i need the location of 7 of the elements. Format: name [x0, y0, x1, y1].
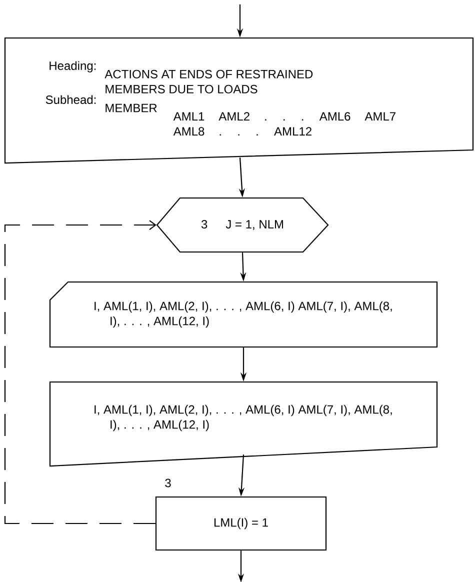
dashed-arrow [4, 220, 156, 524]
card-box: I, AML(1, I), AML(2, I), . . . , AML(6, I) AML(7, I), AML(8, I), . . . , AML(12, I) [49, 281, 438, 348]
heading-box: Heading: ACTIONS AT ENDS OF RESTRAINED MEMBERS DUE TO LOADS Subhead: MEMBER AML1 AML2 . . . AML6 AML7 AML8 . . . AML12 [4, 37, 474, 164]
statement-number: 3 [165, 478, 171, 488]
process-box: LML(I) = 1 [155, 496, 327, 551]
print-box: I, AML(1, I), AML(2, I), . . . , AML(6, I) AML(7, I), AML(8, I), . . . , AML(12, I) [49, 381, 438, 467]
loop-hexagon: 3 J = 1, NLM [156, 197, 329, 253]
